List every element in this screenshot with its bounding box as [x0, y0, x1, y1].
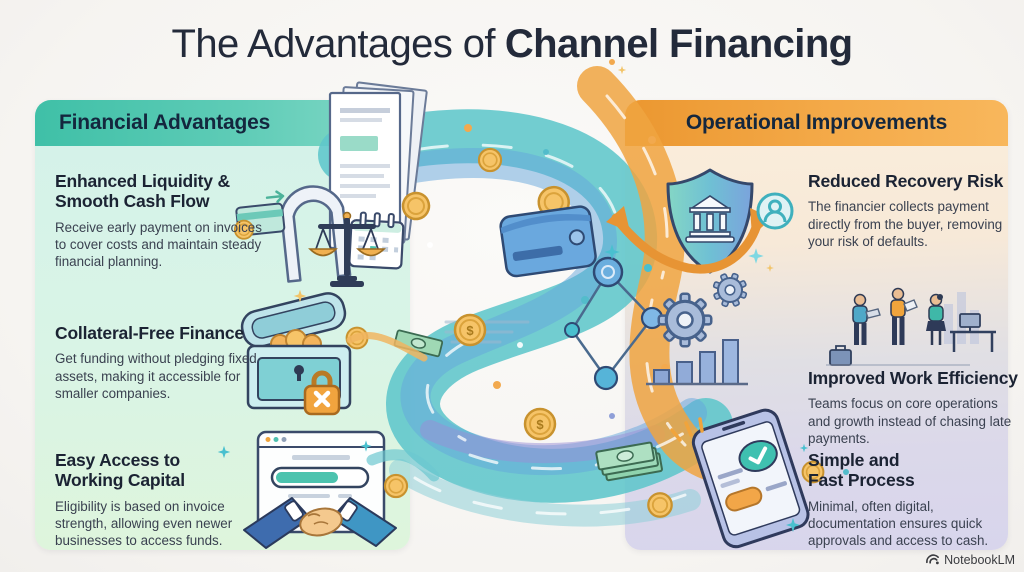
watermark-brand: NotebookLM: [944, 552, 1015, 567]
operational-improvements-header: Operational Improvements: [685, 111, 948, 134]
list-item-simple-fast-process: Simple and Fast Process Minimal, often d…: [808, 450, 996, 550]
item-body: The financier collects payment directly …: [808, 199, 1003, 250]
item-body: Eligibility is based on invoice strength…: [55, 498, 233, 549]
notebooklm-watermark: NotebookLM: [925, 552, 1015, 567]
item-body: Receive early payment on invoices to cov…: [55, 219, 262, 270]
item-heading: Enhanced Liquidity & Smooth Cash Flow: [55, 171, 230, 212]
list-item-work-efficiency: Improved Work Efficiency Teams focus on …: [808, 368, 1023, 448]
list-item-collateral-free: Collateral-Free Finance Get funding with…: [55, 323, 295, 403]
title-prefix: The Advantages of: [171, 22, 496, 66]
financial-advantages-header: Financial Advantages: [59, 111, 271, 134]
item-heading: Collateral-Free Finance: [55, 323, 244, 343]
item-heading: Reduced Recovery Risk: [808, 171, 1004, 191]
operational-improvements-banner: Operational Improvements: [625, 100, 1008, 146]
item-heading: Simple and Fast Process: [808, 450, 915, 491]
item-body: Minimal, often digital, documentation en…: [808, 498, 989, 549]
item-body: Get funding without pledging fixed asset…: [55, 351, 257, 402]
item-heading: Easy Access to Working Capital: [55, 450, 185, 491]
list-item-reduced-recovery-risk: Reduced Recovery Risk The financier coll…: [808, 171, 1013, 251]
list-item-working-capital: Easy Access to Working Capital Eligibili…: [55, 450, 247, 550]
notebooklm-logo-icon: [926, 554, 940, 565]
item-heading: Improved Work Efficiency: [808, 368, 1018, 388]
title-emphasis: Channel Financing: [504, 22, 853, 66]
item-body: Teams focus on core operations and growt…: [808, 396, 1012, 447]
wallet-icon: [499, 185, 597, 278]
list-item-enhanced-liquidity: Enhanced Liquidity & Smooth Cash Flow Re…: [55, 171, 270, 271]
financial-advantages-banner: Financial Advantages: [35, 100, 410, 146]
